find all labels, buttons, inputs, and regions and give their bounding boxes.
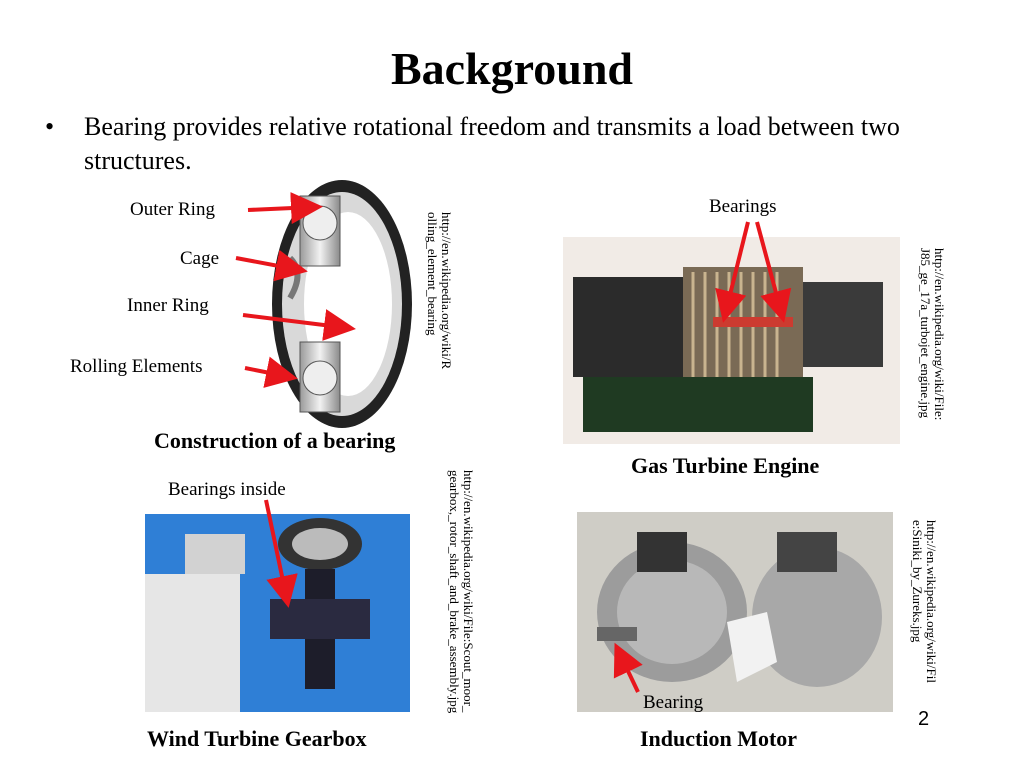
gas-turbine-source-url: http://en.wikipedia.org/wiki/File: J85_g…: [918, 248, 947, 421]
bearing-image: [250, 178, 418, 430]
label-bearings: Bearings: [709, 196, 777, 217]
arrow-outer-ring: [247, 192, 323, 225]
arrow-inner-ring: [242, 309, 356, 341]
caption-bearing: Construction of a bearing: [154, 428, 396, 453]
gas-turbine-image: [563, 237, 900, 444]
arrow-bearings-inside: [264, 499, 298, 608]
arrow-bearings-right: [755, 221, 792, 323]
arrow-cage: [235, 249, 308, 282]
caption-induction-motor: Induction Motor: [640, 726, 798, 751]
label-outer-ring: Outer Ring: [130, 199, 215, 220]
label-rolling-elements: Rolling Elements: [70, 356, 203, 377]
bearing-source-url: http://en.wikipedia.org/wiki/R olling_el…: [425, 212, 454, 370]
caption-gas-turbine: Gas Turbine Engine: [631, 453, 820, 478]
arrow-bearings-left: [715, 221, 750, 323]
bullet-marker: •: [45, 112, 55, 141]
arrow-bearing-motor: [613, 642, 643, 693]
arrow-rolling-elements: [244, 356, 298, 388]
wind-turbine-image: [145, 514, 410, 712]
slide-number: 2: [918, 708, 930, 730]
label-bearing: Bearing: [643, 692, 704, 713]
caption-wind-turbine: Wind Turbine Gearbox: [147, 726, 367, 751]
label-inner-ring: Inner Ring: [127, 295, 209, 316]
label-bearings-inside: Bearings inside: [168, 479, 286, 500]
slide-title: Background: [390, 43, 634, 94]
wind-turbine-source-url: http://en.wikipedia.org/wiki/File:Scout_…: [447, 470, 476, 714]
label-cage: Cage: [180, 248, 220, 269]
bullet-text: Bearing provides relative rotational fre…: [84, 112, 900, 175]
induction-motor-source-url: http://en.wikipedia.org/wiki/Fil e:Sinik…: [910, 520, 939, 683]
